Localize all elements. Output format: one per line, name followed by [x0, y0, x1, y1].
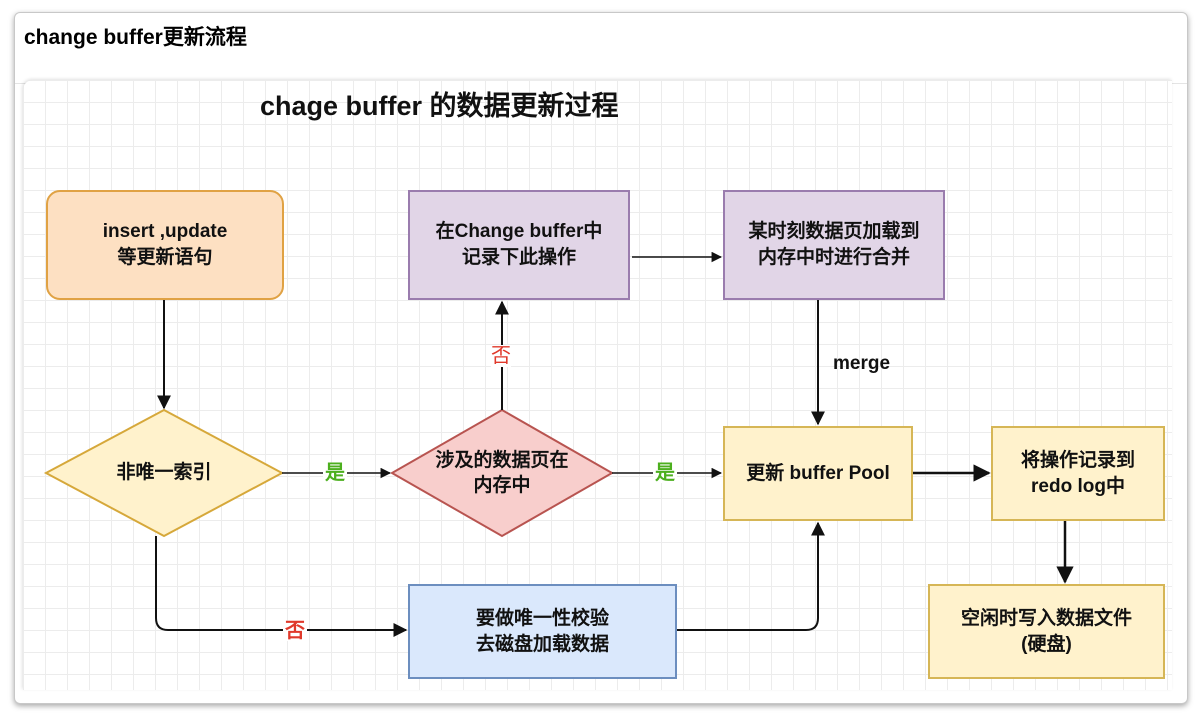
- node-load-merge[interactable]: 某时刻数据页加载到 内存中时进行合并: [723, 190, 945, 300]
- node-update-buffer-pool[interactable]: 更新 buffer Pool: [723, 426, 913, 521]
- edge-label-yes-1: 是: [323, 462, 347, 484]
- node-record-change-buffer-label: 在Change buffer中 记录下此操作: [435, 221, 603, 268]
- node-write-disk[interactable]: 空闲时写入数据文件 (硬盘): [928, 584, 1165, 679]
- node-redo-log[interactable]: 将操作记录到 redo log中: [991, 426, 1165, 521]
- edge-label-yes-2: 是: [653, 462, 677, 484]
- edge-label-no-up: 否: [491, 345, 511, 367]
- edge-index-to-unique-check: [155, 536, 408, 637]
- diamond-non-unique-index[interactable]: [43, 408, 285, 538]
- node-record-change-buffer[interactable]: 在Change buffer中 记录下此操作: [408, 190, 630, 300]
- node-write-disk-label: 空闲时写入数据文件 (硬盘): [960, 607, 1132, 655]
- edge-label-no-bottom: 否: [283, 620, 307, 642]
- node-unique-check[interactable]: 要做唯一性校验 去磁盘加载数据: [408, 584, 677, 679]
- node-unique-check-label: 要做唯一性校验 去磁盘加载数据: [475, 607, 609, 655]
- edge-unique-check-to-buffer-pool: [677, 521, 825, 631]
- diagram-title: chage buffer 的数据更新过程: [260, 91, 619, 121]
- diamond-non-unique-index-label: 非唯一索引: [116, 461, 212, 483]
- diamond-page-in-memory-label: 涉及的数据页在 内存中: [435, 450, 569, 496]
- node-update-buffer-pool-label: 更新 buffer Pool: [746, 462, 890, 484]
- diamond-page-in-memory[interactable]: [389, 408, 615, 538]
- edge-label-merge: merge: [833, 353, 891, 374]
- node-insert-update[interactable]: insert ,update 等更新语句: [46, 190, 284, 300]
- page-title: change buffer更新流程: [24, 26, 247, 49]
- node-redo-log-label: 将操作记录到 redo log中: [1020, 449, 1135, 497]
- node-insert-update-label: insert ,update 等更新语句: [102, 221, 228, 268]
- node-load-merge-label: 某时刻数据页加载到 内存中时进行合并: [748, 221, 920, 268]
